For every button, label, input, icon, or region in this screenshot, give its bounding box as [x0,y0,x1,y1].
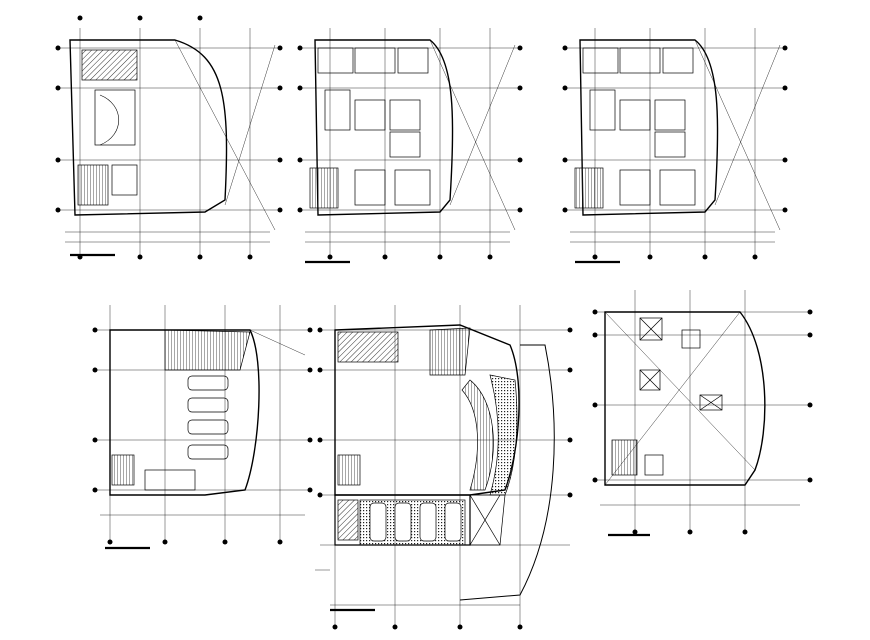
stair [574,167,604,209]
entrance [469,494,506,546]
room [394,169,431,206]
bath [654,99,686,131]
bath [654,131,686,158]
bath [619,99,651,131]
ramp-area [94,89,136,146]
ramp [164,329,251,371]
room [354,169,386,206]
room [644,454,664,476]
room [397,47,429,74]
plan-bottom-right [592,290,813,537]
core-block [337,331,399,363]
grid-lines [58,28,280,255]
bath [389,99,421,131]
stair [611,439,638,476]
skylight [639,369,661,391]
lobby [111,164,138,196]
stair [309,167,339,209]
plan-top-middle [297,28,523,264]
planting [489,374,518,496]
bath [389,131,421,158]
stair [77,164,109,206]
grid-bubbles [55,15,283,260]
room [619,47,661,74]
skylight [699,394,723,411]
parking-cars [187,375,229,460]
plan-top-left [55,15,283,260]
parking-cars [369,502,462,542]
plan-top-right [562,28,788,264]
room [662,47,694,74]
core-block [81,49,138,81]
room [659,169,696,206]
room [354,47,396,74]
room [317,47,354,74]
room [582,47,619,74]
bath [354,99,386,131]
skylight [681,329,701,349]
stair [111,454,135,486]
room [144,469,196,491]
plan-bottom-left [92,305,313,550]
room [589,89,616,131]
stair [337,454,361,486]
room [324,89,351,131]
room [337,499,359,541]
ramp [429,327,471,376]
plan-bottom-middle [315,305,573,630]
room [619,169,651,206]
ramp [461,379,494,491]
skylight [639,317,663,341]
